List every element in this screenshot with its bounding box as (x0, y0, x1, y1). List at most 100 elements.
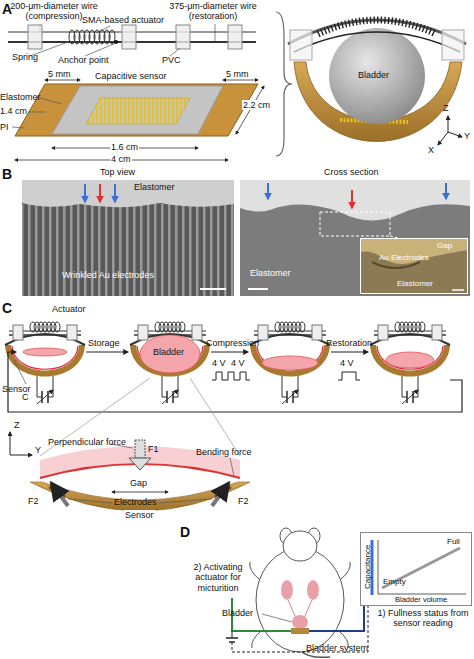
label-text: Capacitive sensor (95, 71, 167, 81)
actuator-schematic (170, 48, 180, 56)
sem-images (22, 180, 234, 296)
sem-images (114, 184, 116, 202)
label-text: 4 V (340, 358, 354, 368)
sem-images (248, 288, 268, 290)
label-text: X (428, 145, 434, 155)
panel-letter: B (2, 166, 12, 182)
label-text: Restoration (326, 338, 372, 348)
sem-images (22, 204, 234, 296)
chart-inset: CapacitanceFullEmptyBladder volume (360, 532, 472, 606)
rat-system (262, 614, 292, 622)
label-text: Z (14, 420, 20, 430)
bladder-device-illustration (318, 20, 436, 34)
label-text: Bladder (358, 70, 389, 80)
force-zoom (212, 484, 228, 506)
sem-images (99, 184, 101, 202)
label-text: Elastomer (0, 92, 41, 102)
operation-cycle (331, 351, 368, 352)
actuator-schematic (28, 25, 42, 49)
sem-images (200, 288, 226, 290)
panel-letter: C (2, 300, 12, 316)
sem-images (360, 238, 468, 294)
operation-cycle (212, 372, 250, 380)
label-text: 4 V (231, 358, 245, 368)
operation-cycle (370, 322, 450, 404)
actuator-schematic (215, 24, 216, 42)
force-zoom (10, 432, 250, 511)
sensor-schematic (223, 80, 258, 81)
force-zoom (52, 484, 68, 506)
node-text: Empty (383, 577, 406, 586)
label-text: 2) Activating actuator for micturition (178, 562, 258, 593)
bladder-device-illustration (448, 132, 462, 137)
rat-system (307, 580, 319, 600)
force-zoom (129, 458, 151, 470)
sensor-schematic (12, 127, 24, 128)
rat-system (232, 631, 233, 638)
label-text: Y (35, 445, 41, 455)
sem-images (84, 184, 86, 202)
label-text: Bladder system (306, 643, 368, 653)
operation-cycle (262, 356, 318, 370)
label-text: PI (0, 122, 9, 132)
force-zoom (230, 458, 234, 476)
label-text: 375-μm-diameter wire (restoration) (160, 1, 266, 22)
node-text: Full (447, 537, 460, 546)
force-zoom (10, 455, 32, 456)
inset-image: Gap Au ElectrodesElastomer (360, 238, 468, 294)
label-text: Bending force (196, 447, 252, 457)
node-text: Elastomer (134, 182, 175, 192)
label-text: Actuator (52, 304, 86, 314)
bladder-device-illustration (442, 30, 464, 60)
force-zoom (68, 499, 112, 503)
label-text: 1.6 cm (110, 142, 139, 152)
rat-system (226, 528, 466, 657)
rat-system (250, 562, 260, 580)
label-text: C (22, 392, 29, 402)
sensor-schematic (40, 98, 62, 104)
panel-letter: D (180, 524, 190, 540)
rat-system (340, 562, 350, 580)
operation-cycle (8, 352, 462, 412)
rat-system (382, 548, 460, 588)
rat-system (281, 580, 293, 600)
sensor-schematic (52, 86, 223, 134)
label-text: Sensor (124, 510, 155, 520)
label-text: 1) Fullness status from sensor reading (374, 608, 472, 629)
bladder-device-illustration (290, 30, 312, 60)
bladder-device-illustration (438, 132, 448, 145)
label-text: 4 cm (110, 154, 132, 164)
node-text: Cross section (324, 167, 379, 177)
node-text: Au Electrodes (379, 253, 429, 262)
label-text: 4 V (212, 358, 226, 368)
label-text: Bladder (153, 347, 184, 357)
node-text: Gap (437, 241, 452, 250)
bladder-device-illustration (288, 20, 466, 145)
rat-system (378, 594, 466, 595)
label-text: F1 (148, 444, 159, 454)
sem-images (452, 289, 464, 291)
label-text: 2.2 cm (242, 100, 271, 110)
operation-cycle (190, 378, 240, 456)
label-text: Z (443, 103, 449, 113)
rat-system (292, 615, 308, 629)
sem-image: Cross sectionElastomerGapAu ElectrodesEl… (240, 180, 470, 296)
actuator-schematic (176, 25, 190, 49)
label-text: Bladder (222, 608, 253, 618)
operation-cycle (140, 335, 200, 373)
label-text: 5 mm (226, 69, 249, 79)
force-zoom (158, 499, 212, 503)
rat-system (252, 630, 262, 648)
label-text: Compression (206, 338, 259, 348)
rat-system (309, 606, 364, 631)
operation-cycle (338, 372, 360, 380)
sensor-schematic (15, 84, 258, 136)
label-text: 1.4 cm (0, 106, 27, 116)
actuator-schematic (8, 24, 256, 56)
node-text: Bladder volume (395, 596, 447, 605)
node-text: Elastomer (250, 268, 291, 278)
actuator-schematic (122, 25, 136, 49)
node-text: Elastomer (397, 279, 433, 288)
